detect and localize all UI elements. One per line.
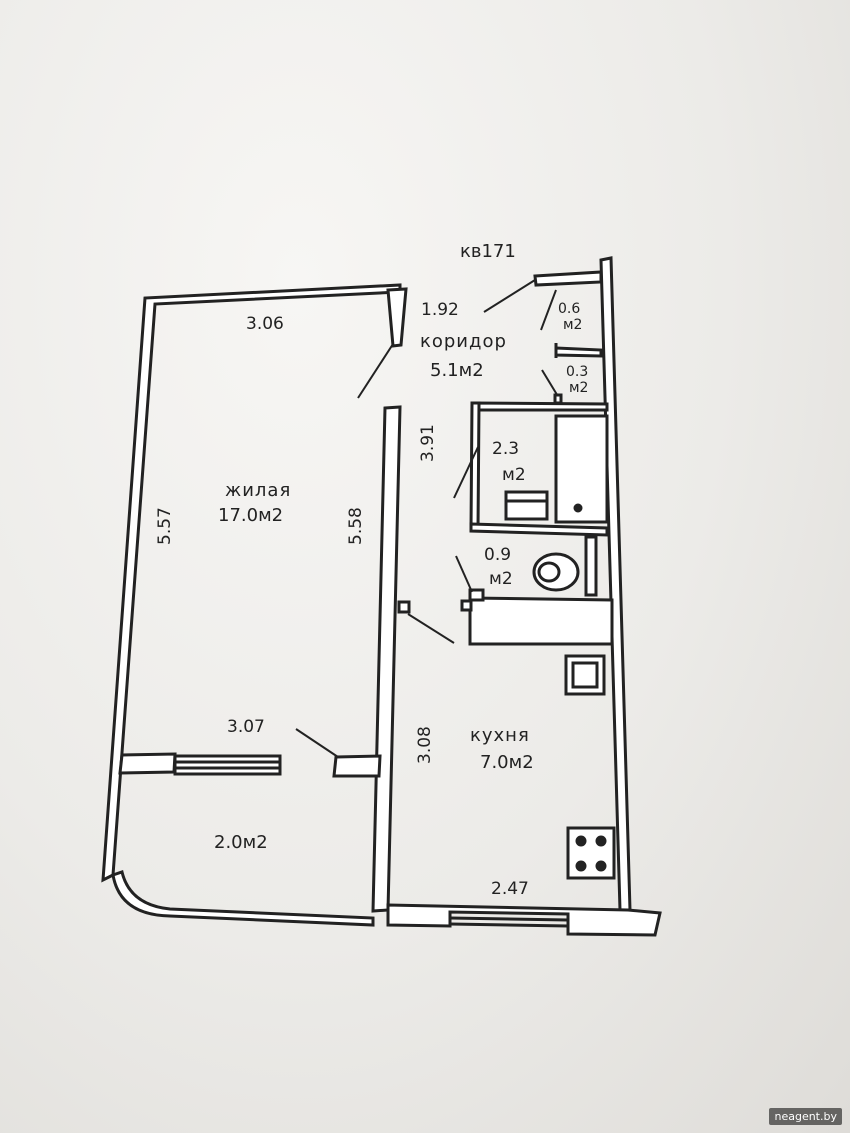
dim-living-left: 5.57 xyxy=(155,507,175,545)
toilet-tank xyxy=(584,535,598,597)
dim-kitchen-side: 3.08 xyxy=(415,726,435,764)
living-outer-wall xyxy=(101,283,402,883)
balcony-door-frame xyxy=(173,754,282,776)
dim-living-bottom: 3.07 xyxy=(227,717,265,737)
stove xyxy=(566,826,616,880)
living-top-wall-right xyxy=(386,287,408,348)
bath-left-wall xyxy=(469,401,481,531)
bathtub-drain xyxy=(573,503,583,513)
living-bottom-wall-right xyxy=(332,754,382,778)
right-outer-wall xyxy=(599,256,632,912)
bath-sink xyxy=(504,490,549,521)
toilet-area-value: 0.9 xyxy=(484,545,512,565)
bathtub xyxy=(554,414,609,524)
watermark: neagent.by xyxy=(769,1108,842,1125)
kitchen-area: 7.0м2 xyxy=(480,752,534,773)
corridor-area: 5.1м2 xyxy=(430,360,484,381)
dim-living-right: 5.58 xyxy=(346,507,366,545)
closet-wall-1 xyxy=(554,346,603,358)
bath-door-swing xyxy=(453,446,479,499)
closet1-area-unit: м2 xyxy=(563,317,583,333)
living-bottom-wall xyxy=(118,752,177,775)
toilet-door-stop xyxy=(460,599,473,612)
closet1-door-swing xyxy=(540,289,557,331)
entrance-door-swing xyxy=(483,279,536,313)
toilet-left-wall xyxy=(468,588,485,602)
kitchen-door-swing xyxy=(407,613,455,644)
partition-wall xyxy=(371,405,402,913)
dim-corridor-length: 3.91 xyxy=(418,424,438,462)
dim-living-top: 3.06 xyxy=(246,314,284,334)
balcony-area: 2.0м2 xyxy=(214,832,268,853)
entrance-wall xyxy=(533,270,603,287)
balcony-outline xyxy=(111,870,375,927)
closet1-area-value: 0.6 xyxy=(558,301,581,317)
kitchen-bottom-wall xyxy=(386,903,662,937)
apartment-number: кв171 xyxy=(460,241,516,262)
bath-mid-wall xyxy=(469,522,609,537)
bath-top-wall xyxy=(470,401,609,412)
closet2-door-swing xyxy=(541,369,560,399)
living-area: 17.0м2 xyxy=(218,505,284,526)
toilet-bottom-wall xyxy=(468,596,614,646)
toilet-area-unit: м2 xyxy=(489,569,513,589)
kitchen-name: кухня xyxy=(470,725,530,746)
kitchen-door-stop xyxy=(397,600,411,614)
closet2-door-stop xyxy=(553,393,563,405)
living-door-swing xyxy=(357,343,394,399)
corridor-name: коридор xyxy=(420,331,507,352)
closet2-area-value: 0.3 xyxy=(566,364,589,380)
kitchen-window xyxy=(449,916,569,922)
dim-kitchen-bottom: 2.47 xyxy=(491,879,529,899)
balcony-door-swing xyxy=(295,728,339,758)
bathroom-area-value: 2.3 xyxy=(492,439,520,459)
living-name: жилая xyxy=(225,480,292,501)
dim-corridor-width: 1.92 xyxy=(421,300,459,320)
bathroom-area-unit: м2 xyxy=(502,465,526,485)
closet2-area-unit: м2 xyxy=(569,380,589,396)
toilet-door-swing xyxy=(455,555,473,593)
